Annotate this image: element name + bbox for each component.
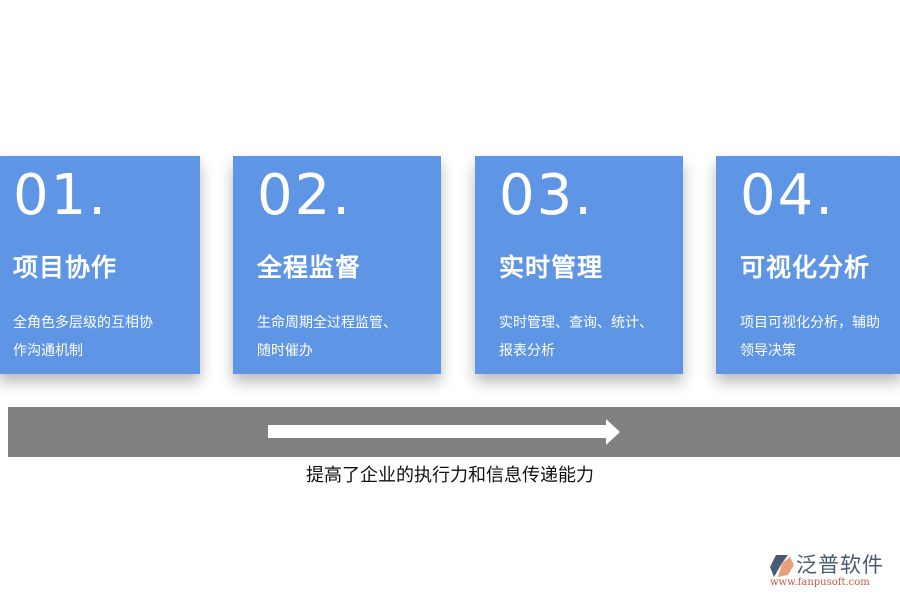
- card-description-line: 领导决策: [740, 343, 796, 359]
- right-arrow-icon: [268, 419, 620, 445]
- feature-card-visual-analysis: 04. 可视化分析 项目可视化分析，辅助 领导决策: [716, 156, 900, 374]
- card-description: 实时管理、查询、统计、 报表分析: [499, 309, 674, 365]
- brand-name: 泛普软件: [796, 553, 884, 577]
- card-description-line: 作沟通机制: [13, 343, 83, 359]
- brand-logo: 泛普软件 www.fanpusoft.com: [768, 553, 898, 593]
- brand-url: www.fanpusoft.com: [770, 577, 870, 588]
- fanpu-logo-icon: [770, 555, 794, 577]
- card-description-line: 实时管理、查询、统计、: [499, 315, 653, 331]
- card-description-line: 项目可视化分析，辅助: [740, 315, 880, 331]
- card-title: 实时管理: [499, 253, 604, 282]
- card-title: 项目协作: [13, 253, 118, 282]
- card-description-line: 随时催办: [257, 343, 313, 359]
- card-description-line: 全角色多层级的互相协: [13, 315, 153, 331]
- card-title: 可视化分析: [740, 253, 871, 282]
- card-description: 全角色多层级的互相协 作沟通机制: [13, 309, 188, 365]
- flow-caption: 提高了企业的执行力和信息传递能力: [306, 465, 594, 486]
- card-number: 03.: [499, 163, 595, 228]
- card-number: 02.: [257, 163, 353, 228]
- card-description-line: 生命周期全过程监管、: [257, 315, 397, 331]
- flow-bar: [8, 407, 900, 457]
- card-description: 生命周期全过程监管、 随时催办: [257, 309, 432, 365]
- feature-card-project-collaboration: 01. 项目协作 全角色多层级的互相协 作沟通机制: [0, 156, 200, 374]
- card-number: 04.: [740, 163, 836, 228]
- card-number: 01.: [13, 163, 109, 228]
- feature-card-full-supervision: 02. 全程监督 生命周期全过程监管、 随时催办: [233, 156, 441, 374]
- card-description-line: 报表分析: [499, 343, 555, 359]
- card-description: 项目可视化分析，辅助 领导决策: [740, 309, 900, 365]
- feature-card-realtime-management: 03. 实时管理 实时管理、查询、统计、 报表分析: [475, 156, 683, 374]
- card-title: 全程监督: [257, 253, 362, 282]
